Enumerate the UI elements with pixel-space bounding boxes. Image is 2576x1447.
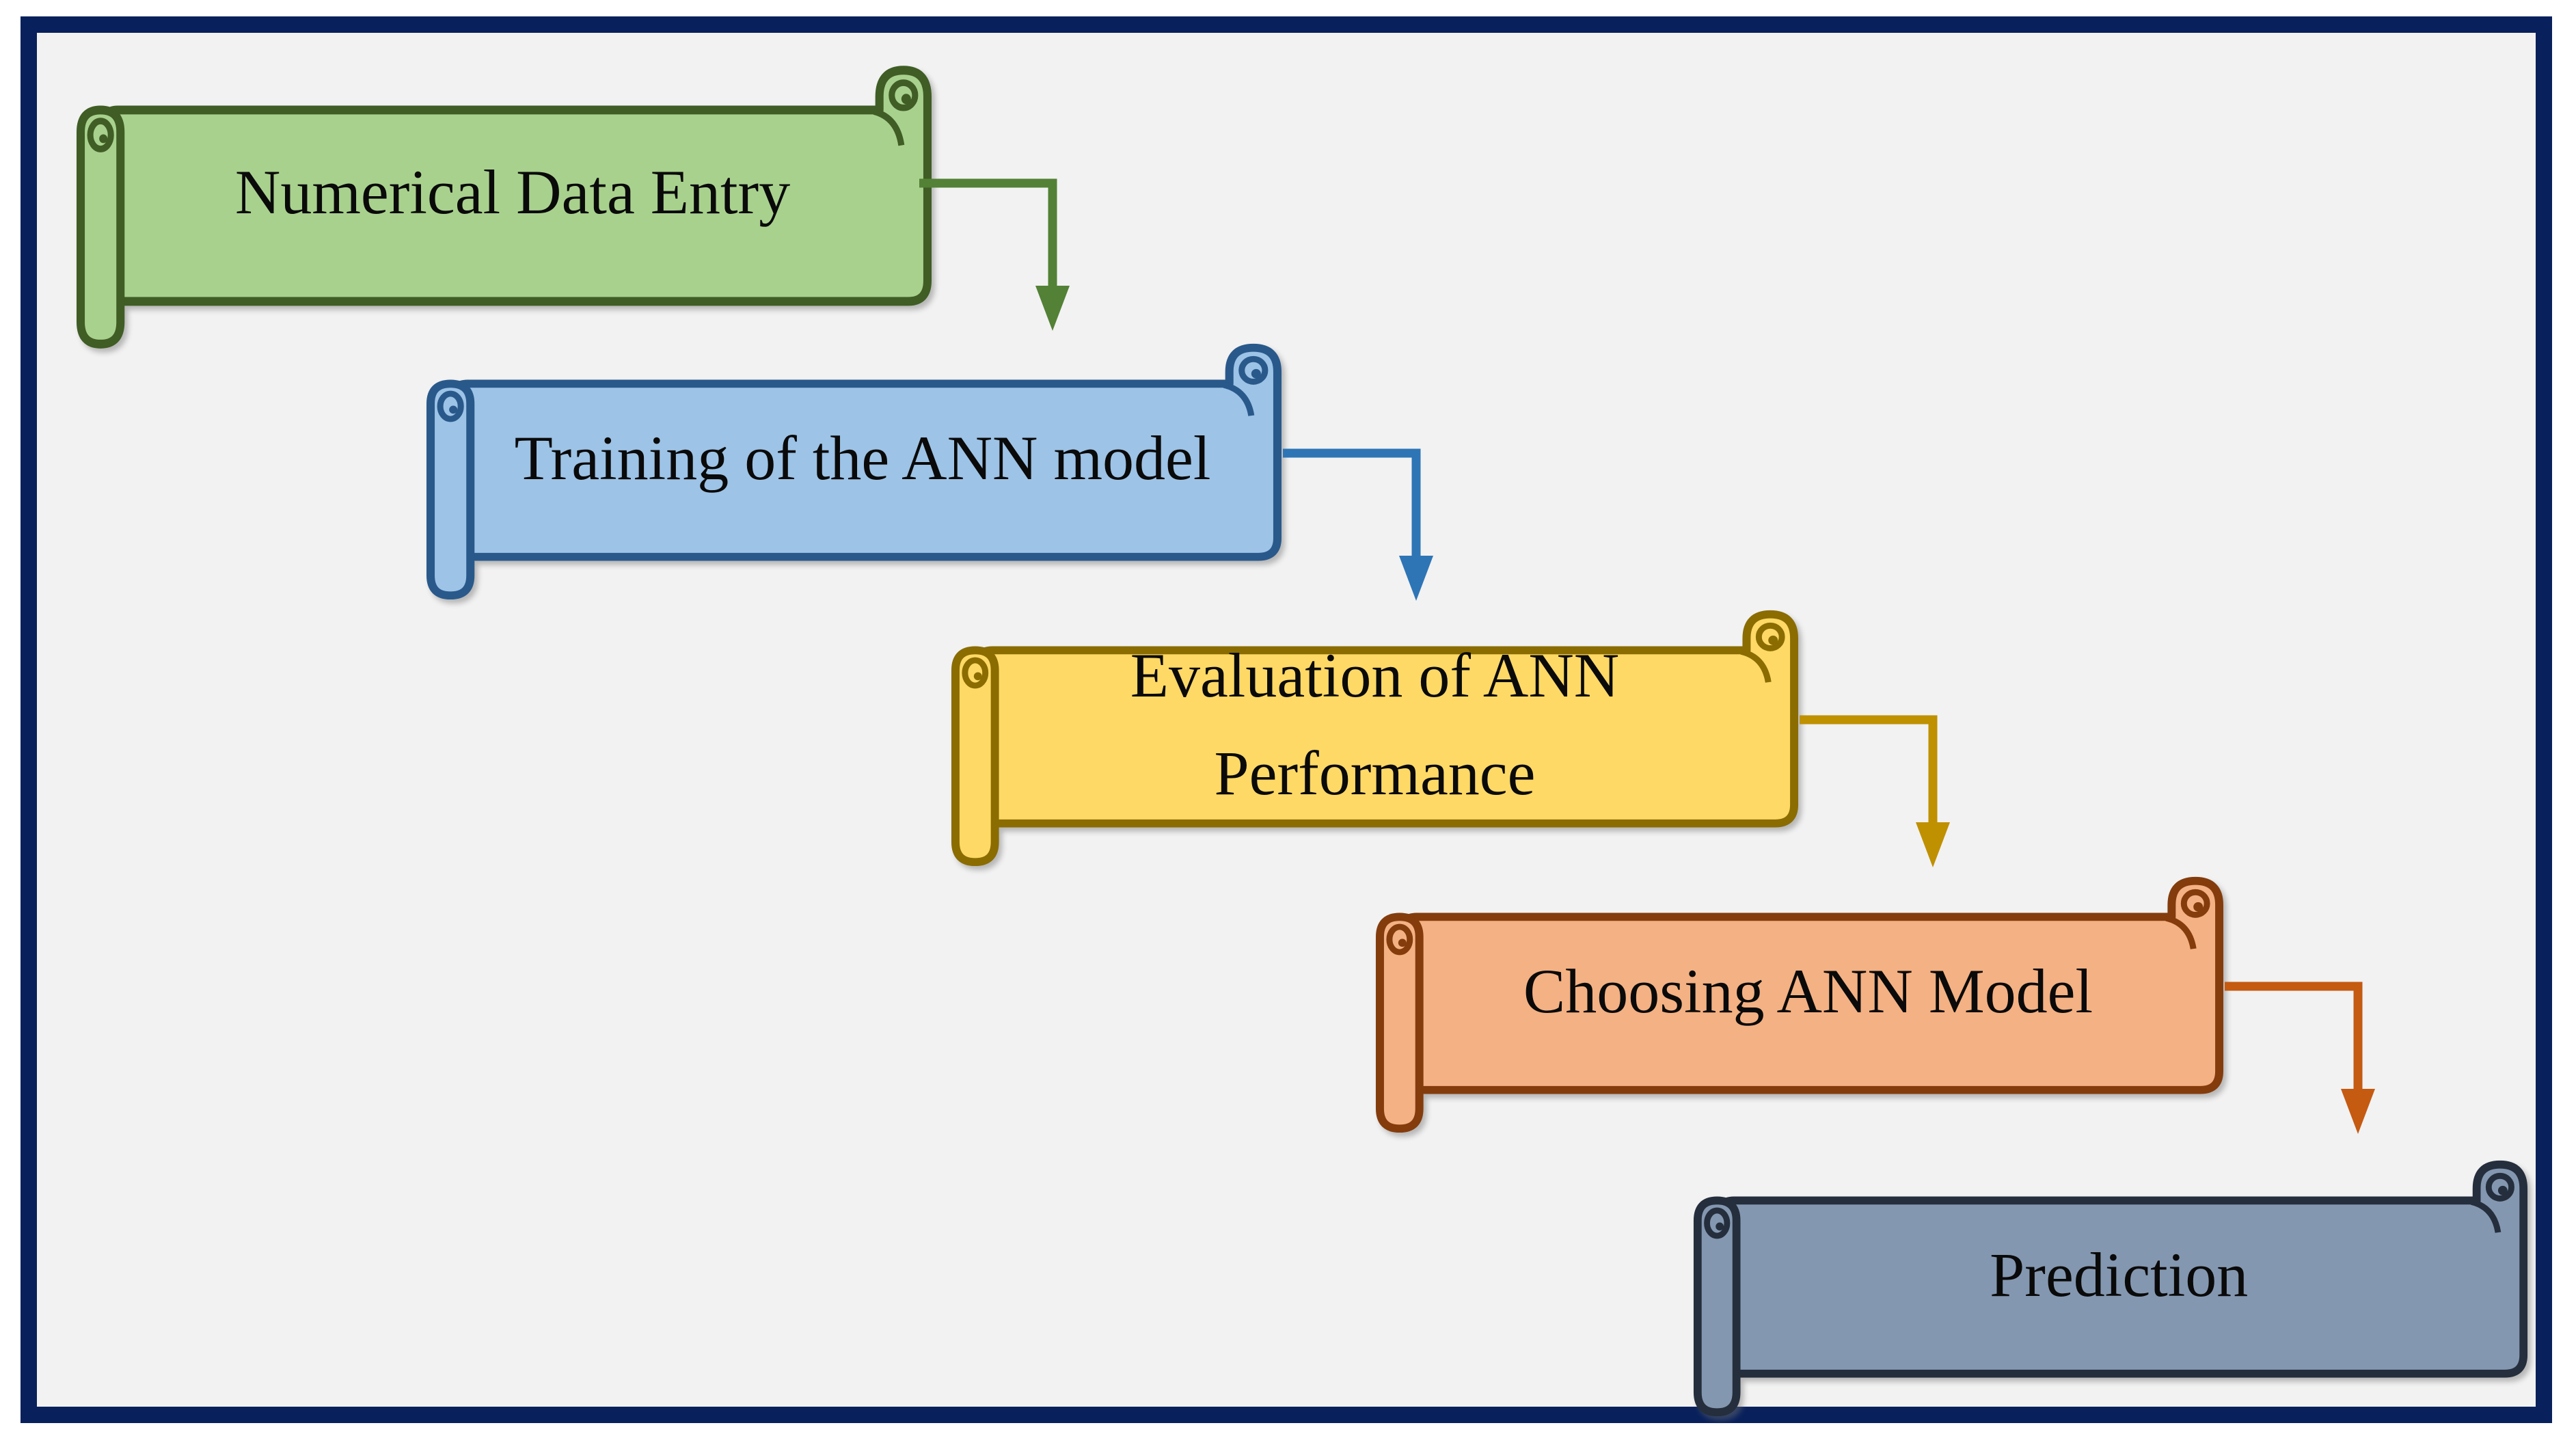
flow-step-label: Evaluation of ANN Performance: [1130, 640, 1620, 808]
scroll-shape: [426, 343, 1282, 600]
flow-step-label: Choosing ANN Model: [1523, 956, 2093, 1026]
flow-step-choosing-ann-model: Choosing ANN Model: [1374, 874, 2225, 1134]
connector-arrow-step1-to-step2: [919, 178, 1070, 331]
scroll-shape: [77, 66, 932, 349]
flow-step-training-ann-model: Training of the ANN model: [425, 341, 1283, 601]
scroll-shape: [1375, 876, 2224, 1133]
flow-step-evaluation-ann-performance: Evaluation of ANN Performance: [950, 608, 1800, 867]
connector-arrow-step3-to-step4: [1800, 715, 1950, 867]
connector-arrow-step2-to-step3: [1283, 448, 1433, 601]
scroll-shape: [1693, 1160, 2528, 1417]
connector-arrow-step4-to-step5: [2225, 982, 2375, 1134]
flow-step-label: Training of the ANN model: [514, 422, 1211, 493]
flow-step-label: Numerical Data Entry: [234, 157, 791, 227]
flow-step-numerical-data-entry: Numerical Data Entry: [75, 63, 933, 350]
flow-step-label: Prediction: [1990, 1239, 2249, 1310]
scroll-shape: [951, 610, 1799, 867]
flow-step-prediction: Prediction: [1692, 1158, 2529, 1418]
